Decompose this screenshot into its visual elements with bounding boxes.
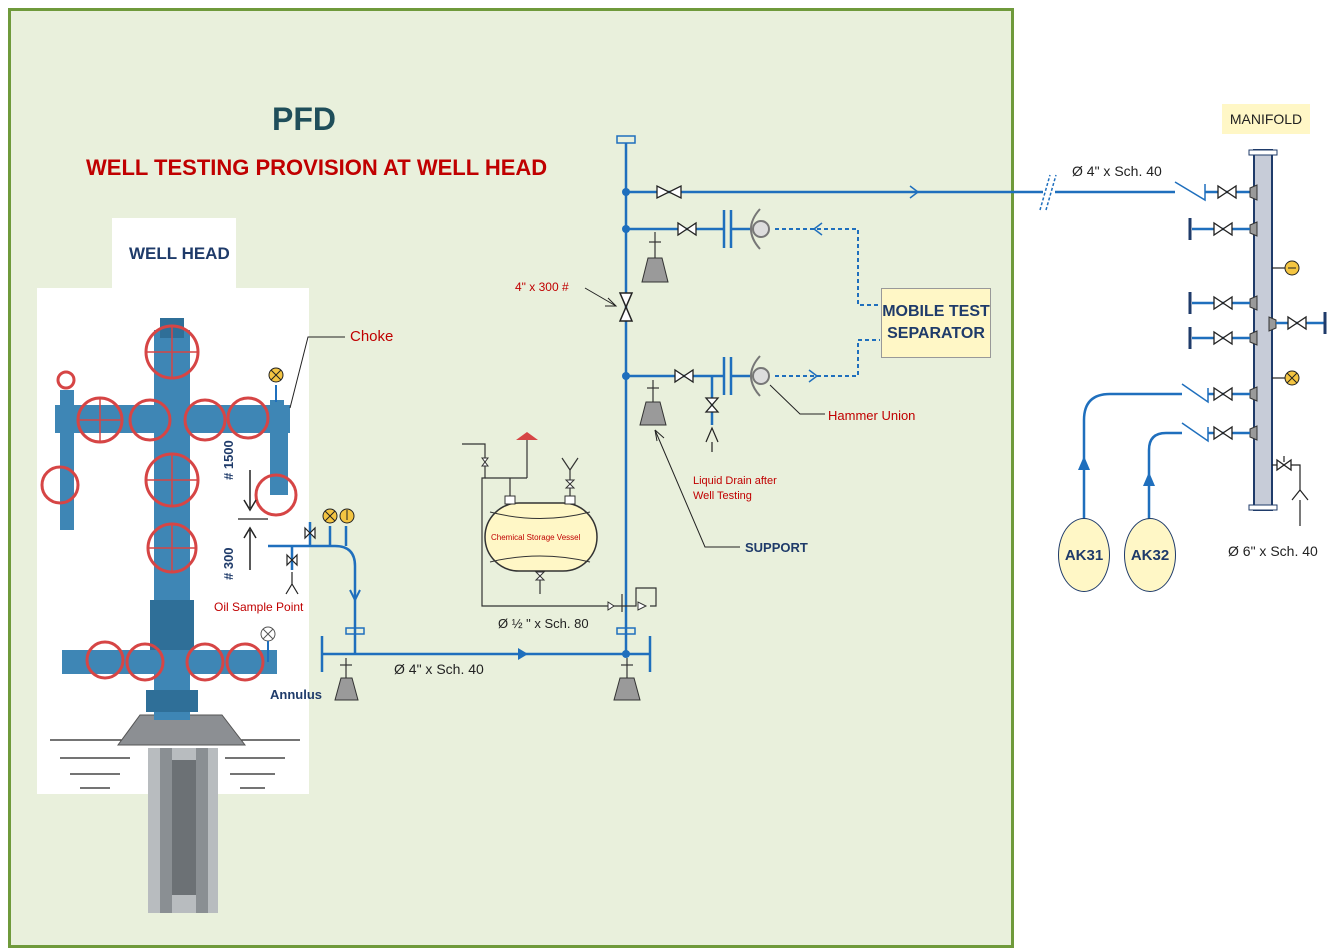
wellhead-tree-illustration [40, 318, 300, 913]
oil-sample-label: Oil Sample Point [214, 600, 304, 614]
separator-label: MOBILE TEST SEPARATOR [882, 302, 990, 342]
rating-lower-label: # 300 [221, 547, 236, 580]
manifold-header-size-label: Ø 6" x Sch. 40 [1228, 543, 1318, 559]
choke-label: Choke [350, 328, 394, 345]
well-ak32-label: AK32 [1130, 546, 1170, 564]
main-line-size-label: Ø 4" x Sch. 40 [394, 661, 484, 677]
pipe-support [334, 232, 669, 701]
well-ak32-node[interactable]: AK32 [1124, 518, 1176, 592]
drain-line-size-label: Ø ½ " x Sch. 80 [498, 616, 589, 631]
manifold-feed-size-label: Ø 4" x Sch. 40 [1072, 163, 1162, 179]
annulus-label: Annulus [270, 687, 322, 702]
chemical-storage-vessel-shape [484, 495, 598, 572]
riser-valve-label: 4" x 300 # [515, 280, 569, 294]
page-subtitle: WELL TESTING PROVISION AT WELL HEAD [86, 155, 548, 180]
page-title: PFD [272, 101, 336, 137]
hammer-union-label: Hammer Union [828, 408, 916, 423]
vessel-label: Chemical Storage Vessel [491, 533, 581, 542]
wellhead-label: WELL HEAD [129, 244, 230, 263]
well-ak31-node[interactable]: AK31 [1058, 518, 1110, 592]
mobile-test-separator-box: MOBILE TEST SEPARATOR [881, 288, 991, 358]
manifold-tag: MANIFOLD [1222, 104, 1310, 134]
manifold-header-pipe [1248, 149, 1278, 511]
manifold-label: MANIFOLD [1229, 111, 1303, 127]
support-label: SUPPORT [745, 540, 808, 555]
liquid-drain-label: Liquid Drain after Well Testing [693, 475, 777, 503]
rating-upper-label: # 1500 [221, 440, 236, 480]
well-ak31-label: AK31 [1064, 546, 1104, 564]
